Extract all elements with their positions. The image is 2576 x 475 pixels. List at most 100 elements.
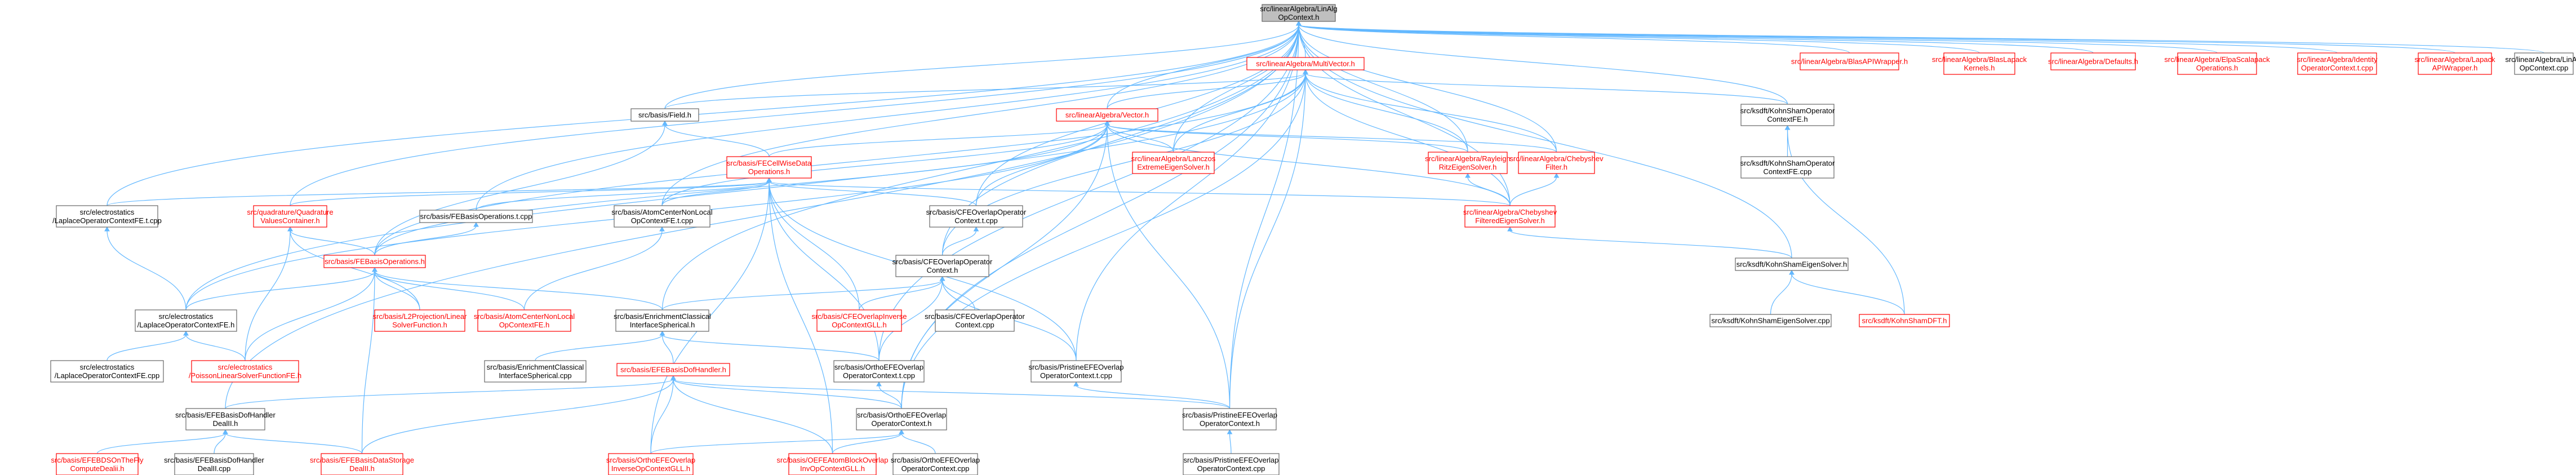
- edge-l2proj-to-febasisops: [374, 270, 420, 310]
- edge-efestorage-to-efedealii: [225, 433, 363, 454]
- graph-node-elpa[interactable]: src/linearAlgebra/ElpaScalapackOperation…: [2164, 52, 2270, 75]
- node-box: [615, 309, 709, 332]
- graph-node-vector[interactable]: src/linearAlgebra/Vector.h: [1056, 108, 1158, 122]
- node-label-line: src/basis/OrthoEFEOverlap: [857, 411, 946, 419]
- graph-node-field[interactable]: src/basis/Field.h: [630, 108, 699, 122]
- edge-oefeatom-to-efedof: [673, 379, 833, 454]
- graph-node-rayleigh[interactable]: src/linearAlgebra/RayleighRitzEigenSolve…: [1425, 152, 1511, 174]
- graph-node-febasisopscpp[interactable]: src/basis/FEBasisOperations.t.cpp: [419, 210, 533, 223]
- graph-node-lapfetcpp[interactable]: src/electrostatics/LaplaceOperatorContex…: [52, 205, 162, 228]
- edge-blaslapack-to-root: [1298, 24, 1980, 54]
- node-label-line: src/linearAlgebra/BlasLapack: [1932, 55, 2027, 64]
- edge-poisson-to-febasisops: [245, 270, 375, 361]
- node-label-line: Operations.h: [2196, 64, 2238, 72]
- edge-poisson-to-quad: [245, 230, 291, 361]
- node-label-line: src/basis/EFEBDSOnTheFly: [51, 456, 144, 464]
- graph-node-lanczos[interactable]: src/linearAlgebra/LanczosExtremeEigenSol…: [1131, 152, 1216, 174]
- graph-node-l2proj[interactable]: src/basis/L2Projection/LinearSolverFunct…: [373, 309, 468, 332]
- node-box: [929, 205, 1023, 228]
- node-box: [374, 309, 465, 332]
- node-label-line: src/ksdft/KohnShamEigenSolver.h: [1736, 260, 1847, 269]
- node-label-line: OperatorContext.cpp: [901, 464, 970, 473]
- graph-node-cfeinv[interactable]: src/basis/CFEOverlapInverseOpContextGLL.…: [811, 309, 907, 332]
- graph-node-lapfe[interactable]: src/electrostatics/LaplaceOperatorContex…: [135, 309, 237, 332]
- graph-node-mv[interactable]: src/linearAlgebra/MultiVector.h: [1246, 57, 1365, 70]
- arrowhead-oefeatom-to-fecell: [766, 177, 772, 183]
- node-box: [321, 453, 403, 475]
- node-label-line: src/linearAlgebra/Chebyshev: [1463, 208, 1557, 216]
- node-label-line: OperatorContext.h: [872, 419, 932, 428]
- node-box: [2297, 52, 2377, 75]
- graph-node-efedof[interactable]: src/basis/EFEBasisDofHandler.h: [616, 363, 730, 376]
- node-label-line: src/basis/Field.h: [638, 111, 691, 119]
- edge-chebyfilt-to-fecell: [769, 181, 1511, 206]
- graph-node-orthoefetcpp[interactable]: src/basis/OrthoEFEOverlapOperatorContext…: [833, 360, 925, 383]
- arrowhead-lapfe-to-lapfetcpp: [104, 226, 110, 232]
- node-label-line: OperatorContext.cpp: [1197, 464, 1265, 473]
- edge-orthoinv-to-fecell: [650, 181, 770, 454]
- arrowhead-orthoefe-to-orthoefetcpp: [876, 381, 882, 387]
- edge-field-to-root: [664, 24, 1299, 109]
- node-label-line: Context.t.cpp: [954, 216, 998, 225]
- graph-node-orthoefecpp[interactable]: src/basis/OrthoEFEOverlapOperatorContext…: [891, 453, 980, 475]
- graph-node-orthoinv[interactable]: src/basis/OrthoEFEOverlapInverseOpContex…: [606, 453, 695, 475]
- graph-node-oefeatom[interactable]: src/basis/OEFEAtomBlockOverlapInvOpConte…: [777, 453, 889, 475]
- edge-febasisopscpp-to-root: [476, 24, 1299, 211]
- node-label-line: InverseOpContextGLL.h: [611, 464, 690, 473]
- edge-cfeovtcpp-to-vector: [975, 124, 1108, 206]
- arrowhead-febasisops-to-febasisopscpp: [473, 221, 479, 227]
- node-label-line: InterfaceSpherical.cpp: [499, 371, 571, 380]
- node-box: [1518, 152, 1595, 174]
- graph-node-identity[interactable]: src/linearAlgebra/IdentityOperatorContex…: [2297, 52, 2378, 75]
- graph-node-atomcpp[interactable]: src/basis/AtomCenterNonLocalOpContextFE.…: [611, 205, 713, 228]
- graph-node-poisson[interactable]: src/electrostatics/PoissonLinearSolverFu…: [189, 360, 301, 383]
- node-label-line: src/electrostatics: [80, 208, 135, 216]
- graph-node-febasisops[interactable]: src/basis/FEBasisOperations.h: [323, 255, 426, 268]
- node-label-line: src/linearAlgebra/BlasAPIWrapper.h: [1791, 57, 1908, 66]
- graph-node-ksdft[interactable]: src/ksdft/KohnShamDFT.h: [1859, 314, 1950, 327]
- graph-node-blas[interactable]: src/linearAlgebra/BlasAPIWrapper.h: [1791, 52, 1908, 70]
- arrowhead-poisson-to-quad: [287, 226, 293, 232]
- graph-node-pristine[interactable]: src/basis/PristineEFEOverlapOperatorCont…: [1182, 408, 1277, 430]
- edge-lapack-to-root: [1298, 24, 2455, 54]
- graph-node-pristinecpp[interactable]: src/basis/PristineEFEOverlapOperatorCont…: [1183, 453, 1280, 475]
- graph-node-chebyfilt[interactable]: src/linearAlgebra/ChebyshevFilteredEigen…: [1463, 205, 1557, 228]
- graph-node-defaults[interactable]: src/linearAlgebra/Defaults.h: [2048, 52, 2138, 70]
- arrowhead-ksdft-to-ksopfe: [1784, 125, 1791, 130]
- edge-enrichcpp-to-enrich: [535, 334, 663, 361]
- graph-node-lapfecpp[interactable]: src/electrostatics/LaplaceOperatorContex…: [50, 360, 164, 383]
- arrowhead-pristine-to-pristinetcpp: [1073, 381, 1079, 387]
- graph-node-enrich[interactable]: src/basis/EnrichmentClassicalInterfaceSp…: [614, 309, 711, 332]
- graph-node-pristinetcpp[interactable]: src/basis/PristineEFEOverlapOperatorCont…: [1028, 360, 1124, 383]
- node-label-line: src/basis/EnrichmentClassical: [487, 363, 584, 371]
- graph-node-quad[interactable]: src/quadrature/QuadratureValuesContainer…: [247, 205, 334, 228]
- graph-node-atomh[interactable]: src/basis/AtomCenterNonLocalOpContextFE.…: [474, 309, 575, 332]
- graph-node-orthoefe[interactable]: src/basis/OrthoEFEOverlapOperatorContext…: [856, 408, 947, 430]
- node-label-line: src/basis/EnrichmentClassical: [614, 312, 711, 321]
- edge-enrich-to-cfeov: [661, 279, 943, 310]
- graph-node-enrichcpp[interactable]: src/basis/EnrichmentClassicalInterfaceSp…: [484, 360, 587, 383]
- graph-node-cfeovtcpp[interactable]: src/basis/CFEOverlapOperatorContext.t.cp…: [926, 205, 1027, 228]
- graph-node-kseig[interactable]: src/ksdft/KohnShamEigenSolver.h: [1735, 258, 1849, 271]
- graph-node-kseigcpp[interactable]: src/ksdft/KohnShamEigenSolver.cpp: [1709, 314, 1832, 327]
- node-box: [895, 255, 989, 277]
- node-label-line: src/basis/PristineEFEOverlap: [1183, 456, 1278, 464]
- edge-lapfe-to-lapfetcpp: [106, 230, 186, 310]
- node-label-line: FilteredEigenSolver.h: [1475, 216, 1545, 225]
- node-label-line: src/basis/EFEBasisDofHandler: [164, 456, 264, 464]
- node-box: [616, 363, 730, 376]
